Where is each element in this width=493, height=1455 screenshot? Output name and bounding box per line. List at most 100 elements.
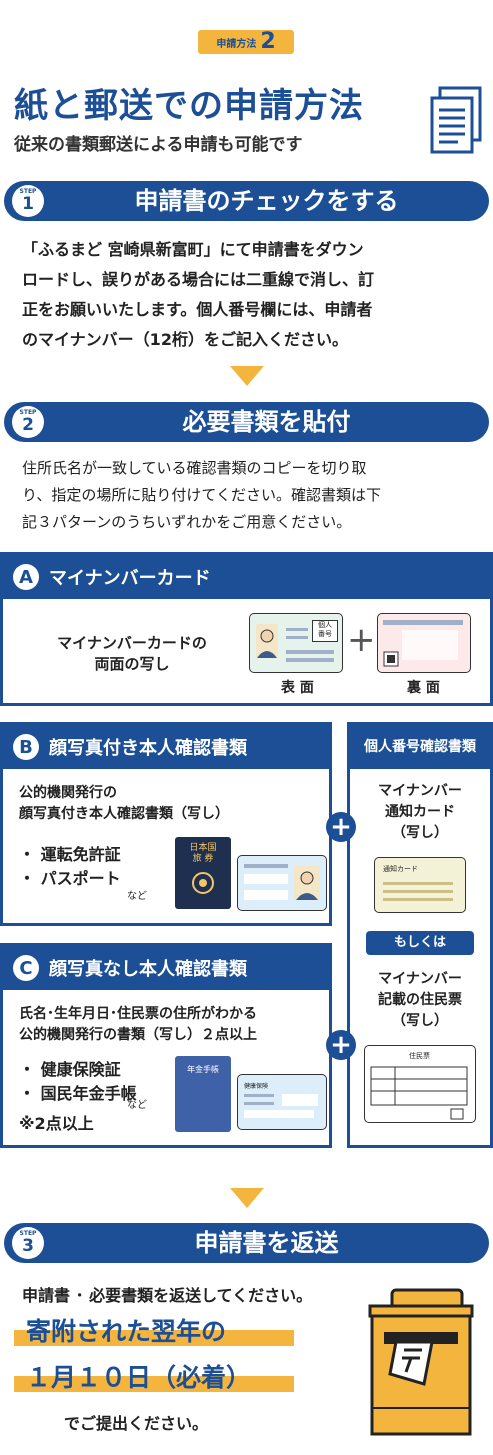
plus-icon: + <box>347 620 376 660</box>
step2-step-word: STEP <box>19 409 37 416</box>
page-subtitle: 従来の書類郵送による申請も可能です <box>14 135 303 155</box>
license-card-illustration <box>244 864 320 900</box>
step3-title: 申請書を返送 <box>194 1229 339 1257</box>
step2-line: り、指定の場所に貼り付けてください。確認書類は下 <box>22 486 381 504</box>
card-tag: 個人 番号 <box>312 620 338 642</box>
document-icon <box>430 86 482 154</box>
sidebox-item1-line: マイナンバー <box>378 783 462 799</box>
card-back-illustration <box>383 620 463 667</box>
section-b-letter: B <box>13 734 39 760</box>
plus-b-icon: + <box>326 812 356 842</box>
section-a-desc-line: マイナンバーカードの <box>57 634 207 652</box>
sidebox-title: 個人番号確認書類 <box>350 725 490 769</box>
section-b-items: ・ 運転免許証 ・ パスポート <box>19 843 121 891</box>
card-front-illustration <box>256 624 334 662</box>
passport-text: 日本国 旅 券 <box>189 843 217 864</box>
section-b-desc: 公的機関発行の 顔写真付き本人確認書類（写し） <box>19 783 229 825</box>
section-c-title: 顔写真なし本人確認書類 <box>49 959 247 980</box>
pension-book-illustration: 年金手帳 <box>175 1056 231 1132</box>
sidebox-item2-line: マイナンバー <box>378 971 462 987</box>
arrow-down-icon <box>230 1188 264 1208</box>
section-c-desc: 氏名･生年月日･住民票の住所がわかる 公的機関発行の書類（写し）２点以上 <box>19 1004 257 1046</box>
notification-card-lines <box>383 882 453 901</box>
section-b-etc: など <box>127 891 147 902</box>
step2-title: 必要書類を貼付 <box>182 408 351 436</box>
highlight-2 <box>14 1376 294 1392</box>
deadline-line2: １月１０日（必着） <box>26 1363 252 1392</box>
step2-bar: STEP 2 必要書類を貼付 <box>4 402 489 442</box>
step2-text: 住所氏名が一致している確認書類のコピーを切り取 り、指定の場所に貼り付けてくださ… <box>22 455 482 536</box>
section-b-desc-line: 顔写真付き本人確認書類（写し） <box>19 806 229 822</box>
insurance-card-lines <box>244 1094 318 1118</box>
resident-record-illustration: 住民票 <box>364 1045 476 1123</box>
section-c-letter: C <box>13 955 39 981</box>
step3-bar: STEP 3 申請書を返送 <box>4 1223 489 1263</box>
notification-card-illustration: 通知カード <box>374 857 466 913</box>
section-c-item: ・ 国民年金手帳 <box>19 1084 137 1103</box>
section-c-note: ※2点以上 <box>19 1114 94 1133</box>
mynumber-card-front: 個人 番号 <box>249 613 343 673</box>
back-label: 裏 面 <box>407 680 440 696</box>
section-b-desc-line: 公的機関発行の <box>19 785 117 801</box>
mailbox-icon <box>368 1288 474 1436</box>
chrysanthemum-icon <box>192 872 214 894</box>
step1-bar: STEP 1 申請書のチェックをする <box>4 181 489 221</box>
step3-line1: 申請書 ･ 必要書類を返送してください。 <box>22 1286 313 1305</box>
arrow-down-icon <box>230 366 264 386</box>
section-b-item: ・ 運転免許証 <box>19 845 121 864</box>
step1-line: ロードし、誤りがある場合には二重線で消し、訂 <box>22 270 375 289</box>
step1-line: のマイナンバー（12桁）をご記入ください。 <box>22 330 348 349</box>
step3-step-word: STEP <box>19 1230 37 1237</box>
passport-illustration: 日本国 旅 券 <box>175 837 231 909</box>
section-a-header: A マイナンバーカード <box>3 555 490 599</box>
step1-line: 正をお願いいたします。個人番号欄には、申請者 <box>22 300 373 319</box>
section-b-item: ・ パスポート <box>19 869 121 888</box>
section-c-header: C 顔写真なし本人確認書類 <box>3 946 329 990</box>
section-a-desc-line: 両面の写し <box>94 655 170 673</box>
sidebox-item2: マイナンバー 記載の住民票 （写し） <box>350 969 490 1032</box>
license-illustration <box>237 855 327 911</box>
insurance-card-illustration: 健康保険 <box>237 1074 327 1130</box>
insurance-card-text: 健康保険 <box>244 1083 269 1090</box>
step2-line: 住所氏名が一致している確認書類のコピーを切り取 <box>22 459 367 477</box>
badge-number: 2 <box>260 29 276 54</box>
or-label: もしくは <box>366 931 474 955</box>
front-label: 表 面 <box>281 680 314 696</box>
deadline-line1: 寄附された翌年の <box>26 1317 227 1346</box>
sidebox-item1-line: （写し） <box>392 825 448 841</box>
step3-number-circle: STEP 3 <box>12 1227 44 1259</box>
badge-label: 申請方法 <box>216 38 257 50</box>
page-title: 紙と郵送での申請方法 <box>14 86 364 126</box>
section-b-box: B 顔写真付き本人確認書類 公的機関発行の 顔写真付き本人確認書類（写し） ・ … <box>0 722 332 926</box>
step2-line: 記３パターンのうちいずれかをご用意ください。 <box>22 513 352 531</box>
step1-number: 1 <box>22 194 34 214</box>
section-a-letter: A <box>13 564 39 590</box>
sidebox-item2-line: 記載の住民票 <box>378 992 462 1008</box>
resident-record-text: 住民票 <box>409 1052 430 1060</box>
section-c-items: ・ 健康保険証 ・ 国民年金手帳 <box>19 1058 137 1106</box>
mynumber-card-back <box>377 613 471 673</box>
highlight-1 <box>14 1330 294 1346</box>
sidebox-item2-line: （写し） <box>392 1013 448 1029</box>
sidebox-item1: マイナンバー 通知カード （写し） <box>350 781 490 844</box>
step1-step-word: STEP <box>19 188 37 195</box>
resident-record-lines <box>370 1066 468 1120</box>
section-c-desc-line: 氏名･生年月日･住民票の住所がわかる <box>19 1006 257 1022</box>
sidebox: 個人番号確認書類 マイナンバー 通知カード （写し） 通知カード もしくは マイ… <box>347 722 493 1148</box>
section-a-box: A マイナンバーカード マイナンバーカードの 両面の写し 個人 番号 + 表 面… <box>0 552 493 706</box>
step2-number: 2 <box>22 415 34 435</box>
section-c-box: C 顔写真なし本人確認書類 氏名･生年月日･住民票の住所がわかる 公的機関発行の… <box>0 943 332 1148</box>
section-c-item: ・ 健康保険証 <box>19 1060 121 1079</box>
section-a-title: マイナンバーカード <box>49 568 211 589</box>
pension-book-text: 年金手帳 <box>187 1065 219 1074</box>
step1-text: 「ふるまど 宮崎県新富町」にて申請書をダウン ロードし、誤りがある場合には二重線… <box>22 235 482 355</box>
step3-number: 3 <box>22 1236 34 1256</box>
step2-number-circle: STEP 2 <box>12 406 44 438</box>
sidebox-item1-line: 通知カード <box>385 804 455 820</box>
section-c-desc-line: 公的機関発行の書類（写し）２点以上 <box>19 1027 257 1043</box>
section-c-etc: など <box>127 1100 147 1111</box>
plus-c-icon: + <box>326 1030 356 1060</box>
step1-number-circle: STEP 1 <box>12 185 44 217</box>
notification-card-text: 通知カード <box>383 865 418 873</box>
section-a-desc: マイナンバーカードの 両面の写し <box>37 633 227 675</box>
